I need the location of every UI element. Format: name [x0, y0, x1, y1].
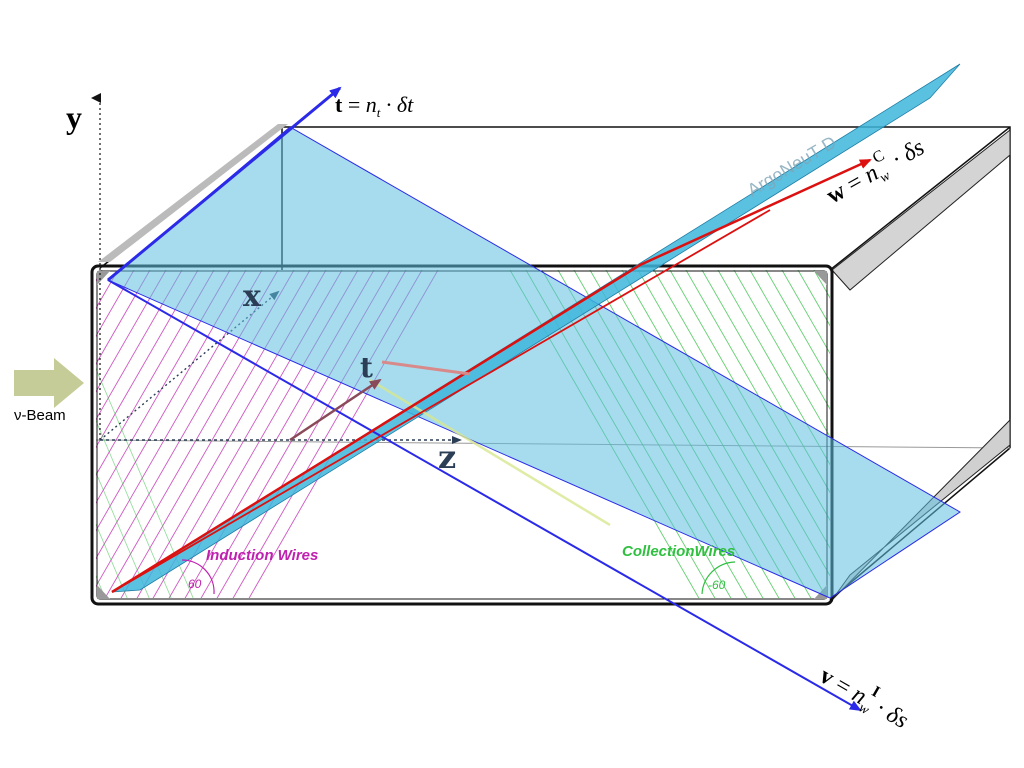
w-vector — [111, 158, 872, 594]
induction-angle-arc — [181, 559, 215, 595]
induction-wire — [96, 270, 231, 504]
v-equation: v = nwI · δs — [813, 657, 916, 738]
induction-wire-hatching-green — [0, 270, 194, 600]
z-axis-label: z — [438, 438, 456, 476]
green-wire — [96, 575, 106, 598]
induction-wires-label: Induction Wires — [206, 547, 318, 564]
green-wire — [96, 471, 150, 598]
collection-angle-label: -60 — [708, 578, 726, 592]
induction-wire — [0, 270, 86, 600]
induction-wire — [96, 270, 215, 476]
green-wire — [96, 523, 128, 598]
green-wire — [96, 419, 172, 598]
induction-wire — [0, 270, 70, 600]
particle-track — [369, 378, 611, 527]
t-inner-label: t — [360, 351, 373, 384]
collection-wire — [749, 270, 830, 410]
coordinate-axes — [91, 93, 462, 444]
inner-track-seg — [381, 360, 471, 376]
green-wire — [0, 270, 62, 600]
collection-wire — [797, 270, 830, 327]
induction-wire — [96, 270, 199, 449]
t-axis-arrow — [107, 86, 342, 282]
induction-angle-label: 60 — [188, 577, 202, 591]
induction-wire — [96, 270, 167, 393]
beam-label: ν-Beam — [14, 407, 66, 424]
collection-wire — [781, 270, 830, 355]
t-equation: t = nt · δt — [335, 92, 414, 120]
induction-wire — [96, 270, 135, 337]
x-axis — [99, 290, 280, 441]
green-wire — [96, 367, 194, 598]
induction-wire — [96, 270, 103, 282]
collection-angle-arc — [701, 561, 736, 595]
x-axis-label: x — [243, 279, 262, 314]
beam-arrow — [14, 358, 84, 408]
red-diagonal — [111, 209, 771, 593]
collection-wire — [765, 270, 830, 383]
collection-wire — [733, 270, 830, 438]
green-wire — [0, 270, 40, 600]
induction-wire — [96, 270, 151, 365]
induction-wire — [96, 270, 183, 421]
green-wire — [0, 270, 84, 600]
v-axis-arrow — [107, 279, 862, 711]
y-axis-label: y — [66, 99, 82, 135]
collection-wires-label: CollectionWires — [622, 543, 735, 560]
inner-t-arrow — [289, 378, 382, 442]
